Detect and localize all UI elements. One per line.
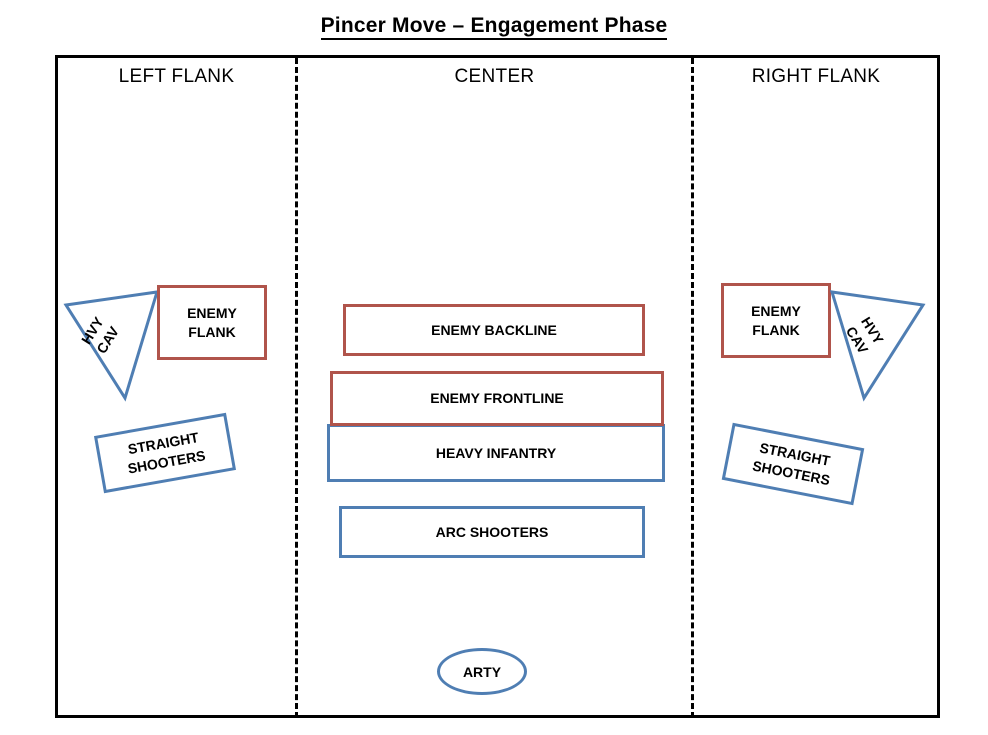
enemy-frontline-box[interactable]: ENEMY FRONTLINE <box>330 371 664 426</box>
right-enemy-flank-label-line2: FLANK <box>752 321 800 338</box>
page-title: Pincer Move – Engagement Phase <box>0 14 988 40</box>
left-enemy-flank-label-line1: ENEMY <box>187 304 237 321</box>
right-enemy-flank-label-line1: ENEMY <box>751 302 801 319</box>
lane-header-center: CENTER <box>454 66 535 87</box>
right-hvy-cav-triangle-shape[interactable] <box>826 283 931 403</box>
left-hvy-cav-triangle-shape[interactable] <box>58 283 163 403</box>
right-enemy-flank-box[interactable]: ENEMY FLANK <box>721 283 831 358</box>
lane-divider-right <box>691 58 694 718</box>
arty-ellipse[interactable]: ARTY <box>437 648 527 695</box>
lane-header-right-flank: RIGHT FLANK <box>751 66 881 87</box>
left-hvy-cav-triangle-outline <box>63 290 160 402</box>
lane-divider-left <box>295 58 298 718</box>
enemy-backline-box[interactable]: ENEMY BACKLINE <box>343 304 645 356</box>
left-enemy-flank-box[interactable]: ENEMY FLANK <box>157 285 267 360</box>
right-hvy-cav-triangle-outline <box>829 290 926 402</box>
lane-header-left-flank: LEFT FLANK <box>118 66 235 87</box>
arc-shooters-box[interactable]: ARC SHOOTERS <box>339 506 645 558</box>
heavy-infantry-box[interactable]: HEAVY INFANTRY <box>327 424 665 482</box>
left-enemy-flank-label-line2: FLANK <box>188 323 236 340</box>
page-title-text: Pincer Move – Engagement Phase <box>320 14 668 40</box>
